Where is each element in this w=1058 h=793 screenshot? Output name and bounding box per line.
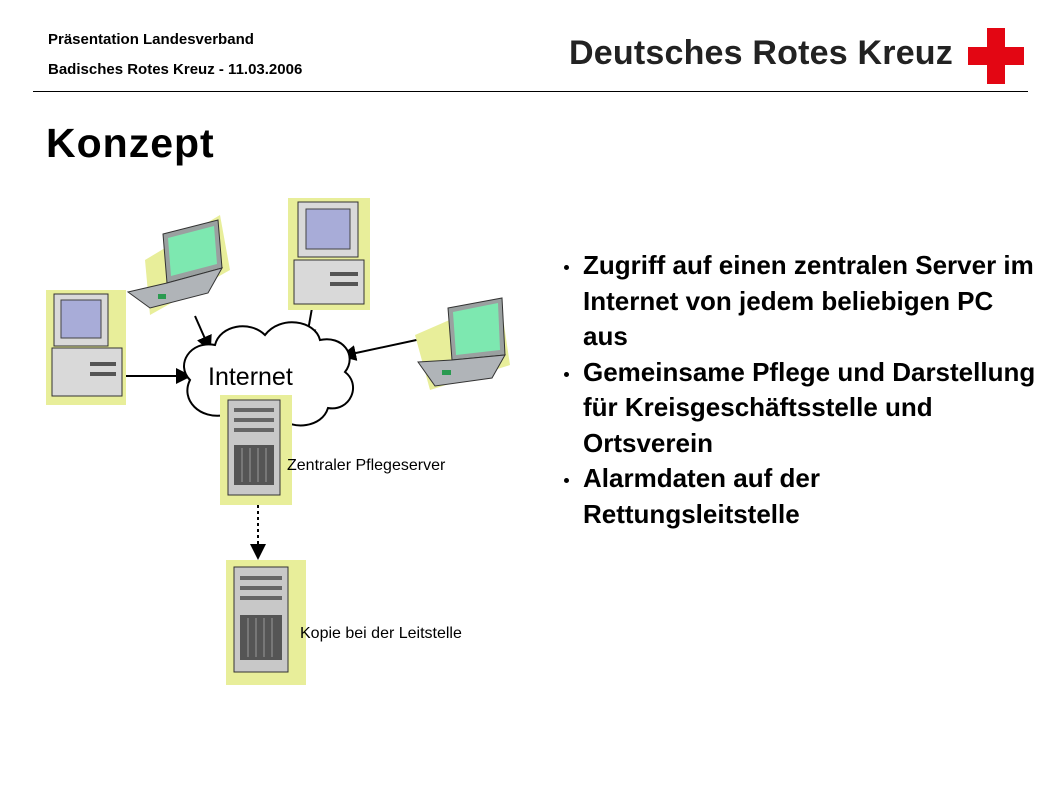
desktop-computer-left-icon (46, 290, 126, 405)
red-cross-logo-icon (968, 28, 1024, 84)
bullet-text: Zugriff auf einen zentralen Server im In… (583, 250, 1034, 351)
network-diagram: Internet (46, 198, 510, 685)
bullet-text: Gemeinsame Pflege und Darstellung für Kr… (583, 356, 1036, 458)
bullet-item: Gemeinsame Pflege und Darstellung für Kr… (562, 355, 1042, 462)
bullet-dot-icon (564, 478, 569, 483)
header-divider (33, 91, 1028, 92)
bullet-item: Zugriff auf einen zentralen Server im In… (562, 248, 1042, 355)
brand-wordmark: Deutsches Rotes Kreuz (569, 34, 953, 72)
backup-server-label: Kopie bei der Leitstelle (300, 625, 462, 642)
bullet-dot-icon (564, 371, 569, 377)
bullet-list: Zugriff auf einen zentralen Server im In… (562, 248, 1042, 532)
backup-server-icon (226, 560, 306, 685)
slide-title: Konzept (46, 120, 215, 166)
bullet-item: Alarmdaten auf der Rettungsleitstelle (562, 461, 1042, 532)
bullet-text: Alarmdaten auf der Rettungsleitstelle (583, 463, 820, 529)
bullet-dot-icon (564, 265, 569, 270)
central-server-icon (220, 395, 292, 505)
laptop-left-icon (126, 215, 230, 315)
central-server-label: Zentraler Pflegeserver (287, 457, 446, 474)
cloud-label: Internet (208, 363, 293, 391)
desktop-computer-top-icon (288, 198, 370, 310)
laptop-right-icon (415, 297, 510, 390)
header-presentation-date: Badisches Rotes Kreuz - 11.03.2006 (48, 61, 303, 78)
header-presentation-title: Präsentation Landesverband (48, 31, 254, 48)
